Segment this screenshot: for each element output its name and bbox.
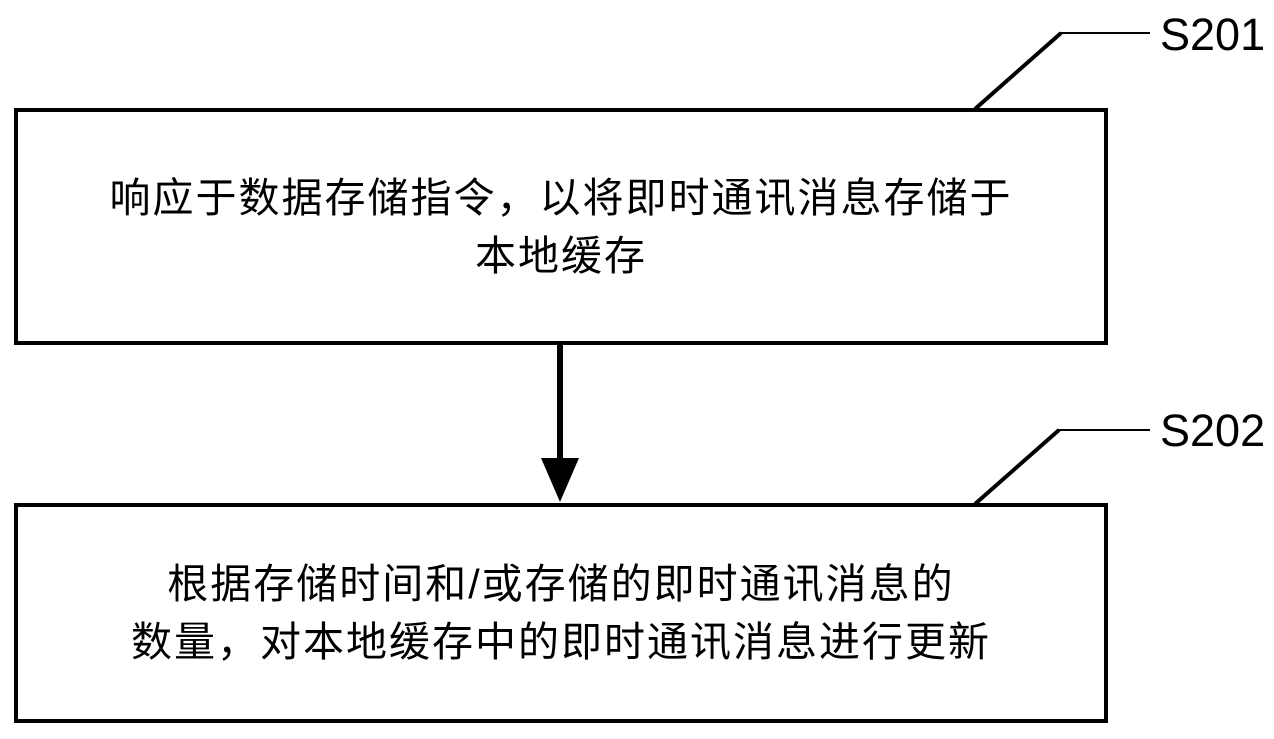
flow-arrow-icon (541, 343, 579, 502)
step-label-s201: S201 (1160, 9, 1266, 60)
step-2-text-line-1: 根据存储时间和/或存储的即时通讯消息的 (167, 561, 955, 607)
step-1-text-line-2: 本地缓存 (475, 232, 647, 279)
s202-leader-line (973, 428, 1150, 506)
process-box-step-1: 响应于数据存储指令，以将即时通讯消息存储于 本地缓存 (14, 108, 1108, 345)
process-box-step-2: 根据存储时间和/或存储的即时通讯消息的 数量，对本地缓存中的即时通讯消息进行更新 (14, 503, 1108, 723)
step-1-text-line-1: 响应于数据存储指令，以将即时通讯消息存储于 (109, 174, 1013, 221)
step-label-s202: S202 (1160, 405, 1266, 456)
step-2-text-line-2: 数量，对本地缓存中的即时通讯消息进行更新 (131, 619, 991, 665)
s201-leader-line (973, 31, 1150, 111)
